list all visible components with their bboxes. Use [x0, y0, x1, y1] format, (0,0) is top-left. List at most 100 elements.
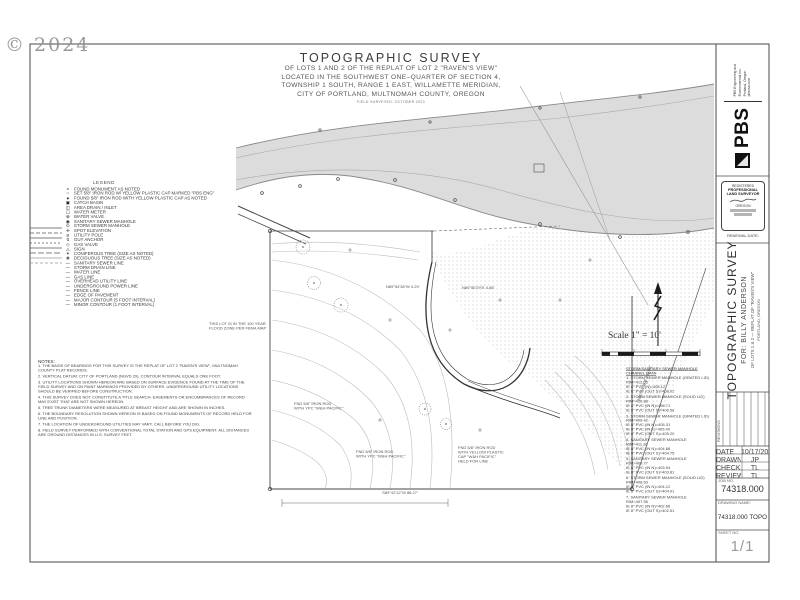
- legend-item-label: WATER METER: [73, 209, 106, 215]
- revisions-label: REVISIONS: [716, 420, 722, 442]
- drawing-title-sub-line: OF LOTS 1 AND 2 OF THE REPLAT OF LOT 2 "…: [284, 65, 498, 72]
- titleblock-lines: [716, 175, 769, 531]
- drawing-title-sub-line: CITY OF PORTLAND, MULTNOMAH COUNTY, OREG…: [297, 90, 485, 98]
- spot-elevation-marks: [348, 248, 592, 432]
- north-arrow-icon: [653, 282, 663, 346]
- legend-item-label: SET 5/8" IRON ROD W/ YELLOW PLASTIC CAP …: [73, 191, 215, 197]
- manhole-data-title: STORM/SANITARY SEWER MANHOLE CHANNEL DAT…: [626, 366, 698, 376]
- tree-symbols: [295, 239, 452, 430]
- legend-symbol-icon: ⌀: [66, 232, 70, 238]
- manhole-data-item: 7. SANITARY SEWER MANHOLE RIM=407.95 IE …: [626, 494, 687, 513]
- legend-item: ⌀ UTILITY POLE: [64, 233, 239, 238]
- legend-item-label: CONIFEROUS TREE (SIZE AS NOTED): [73, 251, 154, 257]
- legend-item: — MAJOR CONTOUR (5 FOOT INTERVAL): [64, 297, 239, 303]
- legend-item-label: GAS VALVE: [73, 241, 98, 247]
- utility-pole-symbols: [260, 95, 690, 239]
- legend-symbol-icon: ⊙: [66, 223, 70, 229]
- bearing-label-east: N89°50'29"E 4.88': [462, 285, 495, 290]
- legend-item: — GAS LINE: [64, 274, 239, 280]
- info-row: REVIEWED TL: [716, 470, 769, 480]
- legend-item: ↯ GUY ANCHOR: [64, 237, 239, 243]
- boundary-bearing-south: S89°42'12"W 88.27': [382, 490, 418, 495]
- legend-item: ⊙ STORM SEWER MANHOLE: [64, 223, 239, 229]
- legend-symbol-icon: △: [66, 246, 70, 252]
- legend-symbol-icon: ▢: [65, 209, 70, 215]
- legend-item-label: FOUND 5/8" IRON ROD WITH YELLOW PLASTIC …: [73, 195, 207, 201]
- drawing-title-main: TOPOGRAPHIC SURVEY: [299, 51, 483, 65]
- legend-symbol-icon: —: [65, 274, 71, 280]
- drawing-name: 74318.000 TOPO: [717, 514, 768, 521]
- sheet-number-label: SHEET NO.: [718, 530, 740, 535]
- legend-symbol-icon: ▣: [65, 200, 70, 206]
- job-number: 74318.000: [721, 484, 764, 494]
- legend-item-label: CATCH BASIN: [73, 200, 104, 206]
- legend-symbol-icon: ⊗: [66, 214, 70, 220]
- stamp-name-smudge: [730, 209, 756, 212]
- legend-item-label: SPOT ELEVATION: [73, 228, 112, 234]
- legend-symbol-icon: —: [65, 302, 71, 307]
- legend-item: ▣ CATCH BASIN: [64, 200, 239, 206]
- surveyor-stamp: REGISTERED PROFESSIONAL LAND SURVEYOR OR…: [721, 181, 765, 231]
- legend-item-label: GUY ANCHOR: [73, 237, 104, 243]
- legend-item: — SANITARY SEWER LINE: [64, 260, 239, 266]
- legend-item: ● FOUND 5/8" IRON ROD WITH YELLOW PLASTI…: [64, 196, 239, 201]
- legend-item: × FOUND MONUMENT AS NOTED: [64, 186, 239, 192]
- legend-symbol-icon: ×: [66, 186, 70, 192]
- legend-item-label: FENCE LINE: [73, 288, 100, 294]
- manhole-data-item: 1. STORM SEWER MANHOLE (GRATED LID) RIM=…: [626, 375, 709, 394]
- legend-symbol-icon: ✛: [66, 228, 70, 234]
- pbs-firm-address-line: pbsusa.com: [747, 78, 752, 97]
- legend-symbol-icon: —: [65, 269, 71, 275]
- legend-item-label: SANITARY SEWER LINE: [73, 260, 124, 266]
- legend-symbol-icon: ●: [66, 195, 70, 201]
- legend-item-label: MINOR CONTOUR (1 FOOT INTERVAL): [73, 302, 155, 307]
- legend-symbol-icon: —: [65, 260, 71, 266]
- drawing-title-sub-line: LOCATED IN THE SOUTHWEST ONE–QUARTER OF …: [281, 73, 501, 81]
- legend-symbol-icon: —: [65, 297, 71, 303]
- manhole-data-item: 3. STORM SEWER MANHOLE (GRATED LID) RIM=…: [626, 413, 709, 437]
- legend-symbol-icon: ◇: [66, 241, 70, 247]
- pbs-firm-name: PBS: [731, 107, 753, 148]
- project-client: FOR: BILLY ANDERSON: [740, 276, 748, 364]
- legend-item-label: WATER VALVE: [73, 214, 105, 220]
- legend-item-label: STORM DRAIN LINE: [73, 265, 116, 270]
- legend-item: ◇ GAS VALVE: [64, 242, 239, 247]
- pbs-firm-address-line: Environmental Inc.: [737, 68, 742, 97]
- stamp-number-smudge: [734, 213, 752, 216]
- legend-item: △ SIGN: [64, 247, 239, 252]
- legend-symbol-icon: ◉: [65, 218, 70, 224]
- drawing-title-sub-line: TOWNSHIP 1 SOUTH, RANGE 1 EAST, WILLAMET…: [281, 82, 501, 90]
- info-row: DRAWN JP: [716, 454, 769, 464]
- note-item: 6. THE BOUNDARY RESOLUTION SHOWN HEREON …: [38, 411, 252, 421]
- legend-item: — STORM DRAIN LINE: [64, 265, 239, 271]
- legend-symbol-icon: —: [65, 278, 71, 284]
- note-item: 7. THE LOCATION OF UNDERGROUND UTILITIES…: [38, 421, 201, 427]
- road: [235, 83, 715, 235]
- legend-symbol-icon: ○: [66, 191, 70, 197]
- note-item: 1. THE BASIS OF BEARINGS FOR THIS SURVEY…: [38, 363, 238, 373]
- renewal-date: RENEWAL DATE:: [726, 233, 760, 238]
- legend-item: — WATER LINE: [64, 270, 239, 275]
- stamp-registered: REGISTERED: [731, 184, 755, 188]
- project-title-block: TOPOGRAPHIC SURVEY FOR: BILLY ANDERSON O…: [716, 241, 769, 400]
- scale-label: Scale 1" = 10': [608, 331, 661, 341]
- legend-item: ❀ DECIDUOUS TREE (SIZE AS NOTED): [64, 256, 239, 261]
- legend-item-label: OVERHEAD UTILITY LINE: [73, 278, 128, 284]
- vegetated-slope: [430, 225, 714, 480]
- drawing-name-label: DRAWING NAME:: [718, 500, 751, 505]
- legend-symbol-icon: —: [65, 288, 71, 294]
- legend-item: ⊗ WATER VALVE: [64, 214, 239, 220]
- legend-item-label: AREA DRAIN / INLET: [73, 204, 117, 210]
- titleblock-info-rows: DATE 10/17/2023 DRAWN JP CHECKED TL REVI…: [716, 446, 769, 480]
- legend-item: ✶ CONIFEROUS TREE (SIZE AS NOTED): [64, 251, 239, 257]
- legend-item-label: GAS LINE: [73, 274, 95, 280]
- info-row-label: CHECKED: [716, 465, 741, 472]
- legend: × FOUND MONUMENT AS NOTED ○ SET 5/8" IRO…: [64, 186, 240, 406]
- stamp-professional: PROFESSIONAL: [728, 188, 758, 192]
- manhole-data-item: 6. STORM SEWER MANHOLE (SOLID LID) RIM=4…: [626, 475, 705, 494]
- project-description: OF LOTS 1 & 2 — REPLAT OF "RAVEN'S VIEW": [749, 271, 755, 369]
- note-item: 5. TREE TRUNK DIAMETERS WERE MEASURED AT…: [38, 405, 226, 410]
- legend-item: ✛ SPOT ELEVATION: [64, 228, 239, 234]
